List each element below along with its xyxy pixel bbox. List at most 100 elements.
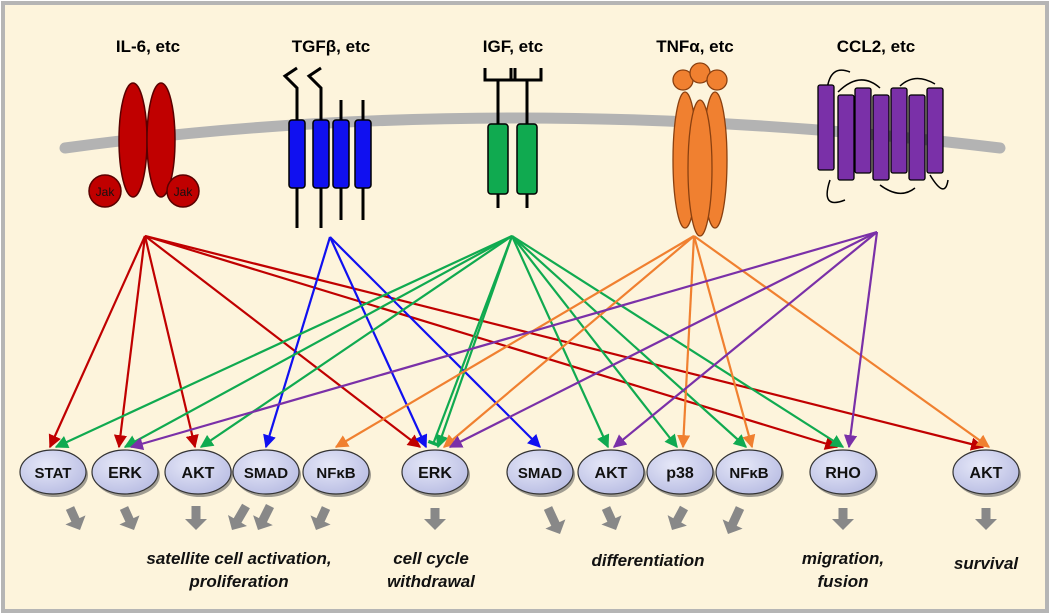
outcome-arrow [228, 503, 250, 530]
node-erk1: ERK [91, 449, 160, 497]
node-label: NFκB [729, 465, 768, 482]
ccl2-helix [926, 87, 944, 174]
activation-edge [144, 234, 839, 450]
receptor-tnfa [672, 62, 728, 237]
signaling-edges [48, 230, 991, 451]
node-akt2: AKT [577, 449, 646, 497]
igf-receptor-segment [487, 123, 509, 195]
activation-edge [123, 235, 513, 448]
activation-edge [54, 235, 513, 449]
outcome-arrow [424, 508, 446, 530]
outcome-label: fusion [818, 572, 869, 591]
ccl2-helix [908, 94, 926, 181]
receptor-igf [483, 68, 543, 208]
node-ellipse [302, 449, 370, 495]
activation-edge [113, 235, 147, 449]
outcome-arrow [119, 506, 140, 530]
node-label: SMAD [244, 465, 288, 482]
node-label: p38 [666, 465, 694, 482]
activation-edge [448, 231, 878, 448]
node-p38: p38 [646, 449, 715, 497]
igf-receptor-fork [483, 68, 517, 82]
signaling-nodes: STAT ERK AKT SMAD NFκB ERK SMAD AKT p38 NFκB RHO AK… [19, 449, 1021, 497]
outcome-arrow [185, 506, 207, 530]
igf-receptor-segment [516, 123, 538, 195]
node-ellipse [91, 449, 159, 495]
activation-edge [511, 235, 678, 449]
ccl2-receptor-loops [826, 69, 949, 204]
activation-edge [144, 234, 985, 451]
activation-edge [129, 230, 878, 451]
node-label: ERK [108, 465, 142, 482]
outcome-label: proliferation [188, 572, 288, 591]
outcome-arrow [65, 506, 86, 530]
activation-edge [334, 235, 695, 448]
il6-receptor-chain-right [146, 82, 176, 198]
outcome-arrow [832, 508, 854, 530]
node-akt1: AKT [164, 449, 233, 497]
il6-receptor-chain-left [118, 82, 148, 198]
activation-edge [511, 235, 747, 448]
tgfb-receptor-segment [332, 119, 350, 189]
node-label: RHO [825, 465, 861, 482]
node-ellipse [577, 449, 645, 495]
outcome-arrow [310, 506, 331, 530]
activation-edge [677, 235, 696, 449]
tgfb-receptor-segment [354, 119, 372, 189]
receptor-tgfb [282, 66, 372, 228]
node-nfkb2: NFκB [715, 449, 784, 497]
node-smad2: SMAD [506, 449, 575, 497]
node-label: AKT [182, 465, 215, 482]
ccl2-helix [890, 87, 908, 174]
activation-edge [442, 235, 695, 448]
node-label: AKT [595, 465, 628, 482]
tgfb-receptor-segment [288, 119, 306, 189]
outcome-label: satellite cell activation, [146, 549, 331, 568]
node-ellipse [164, 449, 232, 495]
outcome-label: differentiation [591, 551, 704, 570]
node-ellipse [809, 449, 877, 495]
ccl2-helix [817, 84, 835, 171]
activation-edge [612, 231, 878, 448]
receptor-title-tnfa: TNFα, etc [656, 37, 734, 56]
receptor-title-igf: IGF, etc [483, 37, 543, 56]
node-rho: RHO [809, 449, 878, 497]
outcome-arrow [601, 506, 622, 530]
activation-edge [328, 236, 428, 449]
ccl2-helix [837, 94, 855, 181]
ccl2-helix [872, 94, 890, 181]
jak-icon [166, 174, 200, 208]
node-label: ERK [418, 465, 452, 482]
node-label: AKT [970, 465, 1003, 482]
node-akt3: AKT [952, 449, 1021, 497]
node-ellipse [646, 449, 714, 495]
node-label: STAT [35, 465, 72, 482]
receptor-il6: Jak Jak [88, 82, 200, 208]
tnfa-ligand [706, 69, 728, 91]
receptor-title-il6: IL-6, etc [116, 37, 180, 56]
outcome-arrow [543, 506, 566, 534]
node-stat: STAT [19, 449, 88, 497]
node-ellipse [401, 449, 469, 495]
receptor-ccl2 [817, 69, 949, 204]
node-label: NFκB [316, 465, 355, 482]
outcome-arrow [722, 506, 745, 534]
node-smad1: SMAD [232, 449, 301, 497]
node-ellipse [19, 449, 87, 495]
activation-edge [329, 236, 541, 448]
tnfa-receptor-chain [687, 99, 713, 237]
node-ellipse [715, 449, 783, 495]
activation-edge [511, 235, 845, 448]
outcome-label: withdrawal [387, 572, 476, 591]
tgfb-receptor-segment [312, 119, 330, 189]
node-ellipse [506, 449, 574, 495]
jak-label: Jak [174, 185, 194, 199]
outcome-label: cell cycle [393, 549, 469, 568]
jak-icon [88, 174, 122, 208]
node-erk2: ERK [401, 449, 470, 497]
receptor-title-ccl2: CCL2, etc [837, 37, 915, 56]
activation-edge [435, 235, 514, 449]
outcome-arrow [667, 505, 688, 530]
